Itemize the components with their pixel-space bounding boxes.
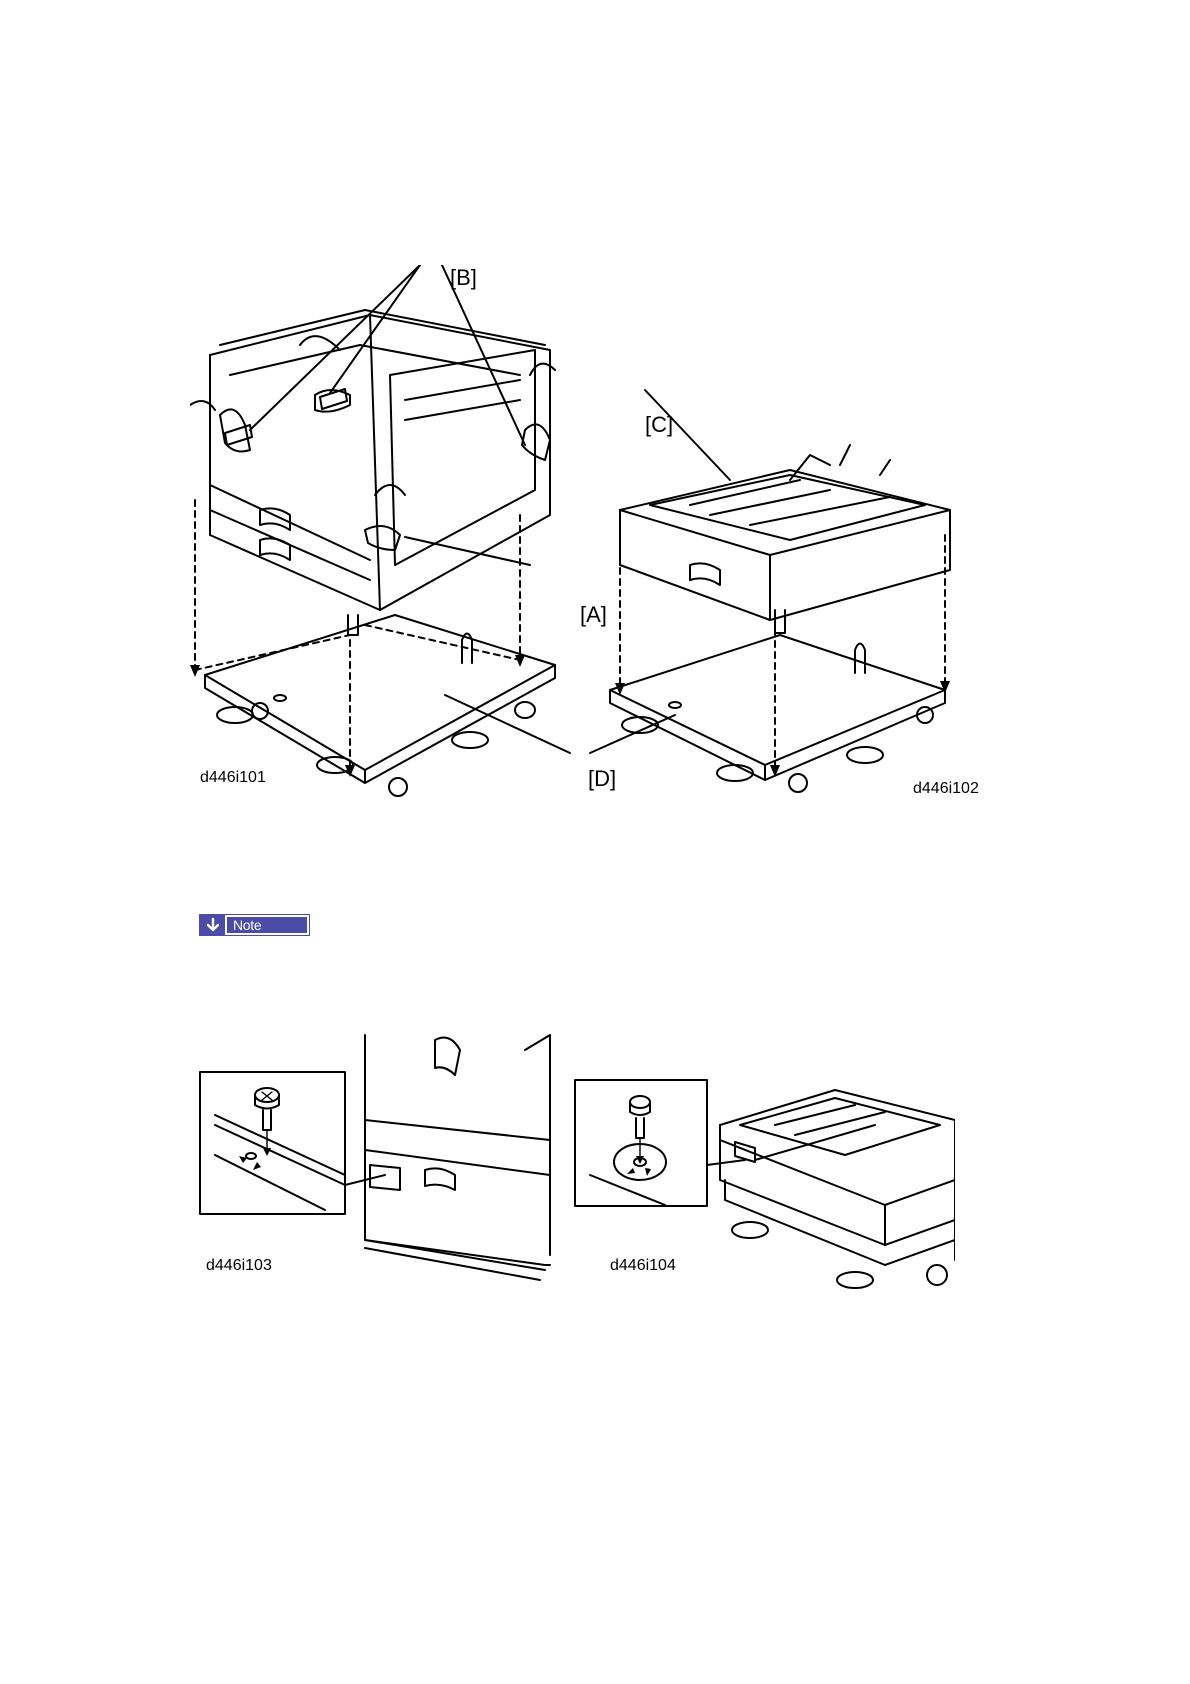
note-label: Note (233, 917, 261, 933)
figure-id-d446i104: d446i104 (610, 1257, 676, 1275)
figure-id-d446i102: d446i102 (913, 780, 979, 798)
note-badge: Note (199, 914, 310, 936)
callout-d: [D] (588, 766, 616, 792)
figure-id-d446i101: d446i101 (200, 769, 266, 787)
figure-id-d446i103: d446i103 (206, 1257, 272, 1275)
detail-box-right (575, 1080, 707, 1206)
down-arrow-icon (200, 915, 225, 935)
callout-c: [C] (645, 412, 673, 438)
callout-a: [A] (580, 602, 607, 628)
note-label-box: Note (227, 917, 307, 933)
detail-box-left (200, 1072, 345, 1214)
bottom-illustration-drawing (195, 1030, 955, 1300)
copier-body (210, 315, 550, 610)
base-plate-left (205, 615, 555, 770)
callout-b: [B] (450, 265, 477, 291)
bottom-illustration (195, 1030, 955, 1300)
top-illustration (190, 265, 1020, 805)
tray-unit (620, 470, 950, 620)
top-illustration-drawing (190, 265, 1020, 805)
base-plate-right (610, 635, 945, 765)
